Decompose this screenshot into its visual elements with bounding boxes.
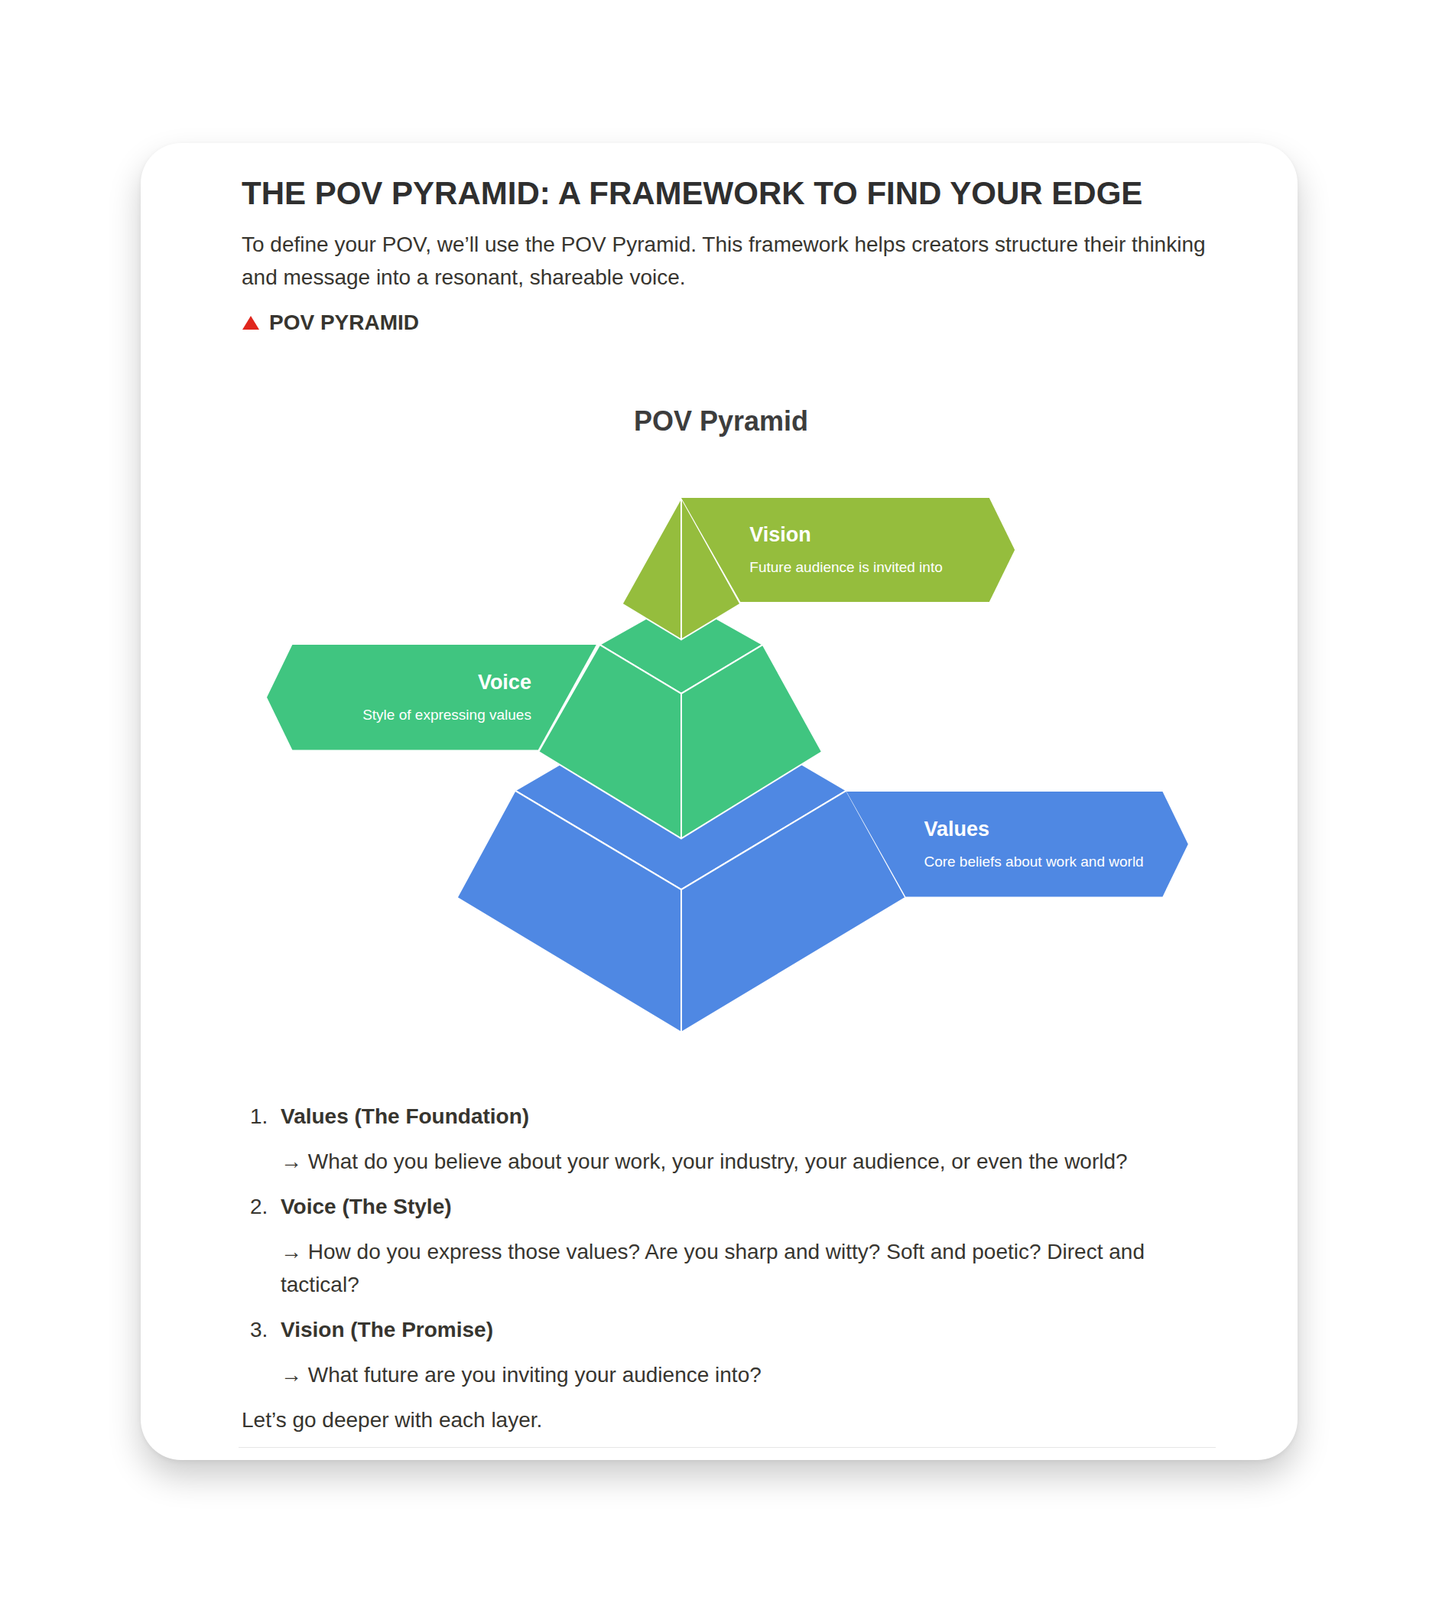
callout-text: VisionFuture audience is invited into	[681, 497, 1015, 602]
list-item: 3.Vision (The Promise) → What future are …	[241, 1312, 1216, 1391]
document-header: THE POV PYRAMID: A FRAMEWORK TO FIND YOU…	[241, 174, 1216, 339]
callout-shape	[266, 644, 597, 750]
list-heading: Vision (The Promise)	[280, 1312, 1216, 1346]
callout-shape	[846, 791, 1189, 897]
vision-tier-left	[622, 497, 682, 640]
list-heading: Voice (The Style)	[280, 1189, 1216, 1223]
list-heading: Values (The Foundation)	[280, 1099, 1216, 1133]
list-question: → What do you believe about your work, y…	[280, 1144, 1216, 1178]
callout-shape	[681, 497, 1015, 602]
callout-fill	[266, 644, 597, 750]
list-question: → How do you express those values? Are y…	[280, 1234, 1216, 1301]
values-tier-left	[457, 790, 682, 1033]
callout-heading: Values	[923, 816, 990, 842]
list-item: 1.Values (The Foundation) → What do you b…	[241, 1099, 1216, 1178]
intro-paragraph: To define your POV, we’ll use the POV Py…	[241, 227, 1216, 294]
callout-text: ValuesCore beliefs about work and world	[846, 791, 1189, 897]
callout-fill	[846, 791, 1189, 897]
red-triangle-icon	[241, 314, 260, 332]
list-number: 3.	[241, 1312, 281, 1391]
vision-callout: VisionFuture audience is invited into	[681, 497, 1015, 602]
callout-text: VoiceStyle of expressing values	[266, 644, 597, 750]
list-number: 2.	[241, 1189, 281, 1301]
callout-description: Core beliefs about work and world	[923, 851, 1144, 871]
document-title: THE POV PYRAMID: A FRAMEWORK TO FIND YOU…	[241, 174, 1216, 213]
list-question: → What future are you inviting your audi…	[280, 1357, 1216, 1391]
callout-heading: Vision	[749, 522, 812, 547]
voice-callout: VoiceStyle of expressing values	[266, 644, 597, 750]
list-content: Voice (The Style) → How do you express th…	[280, 1189, 1216, 1301]
red-triangle	[242, 315, 260, 330]
list-item: 2.Voice (The Style) → How do you express …	[241, 1189, 1216, 1301]
diagram-title: POV Pyramid	[633, 404, 809, 439]
section-label: POV PYRAMID	[269, 305, 420, 339]
section-label-row: POV PYRAMID	[241, 305, 1216, 339]
list-content: Vision (The Promise) → What future are yo…	[280, 1312, 1216, 1391]
document-list: 1.Values (The Foundation) → What do you b…	[241, 1099, 1216, 1448]
list-content: Values (The Foundation) → What do you bel…	[280, 1099, 1216, 1178]
callout-fill	[681, 497, 1015, 602]
callout-description: Style of expressing values	[362, 704, 532, 725]
list-number: 1.	[241, 1099, 281, 1178]
callout-description: Future audience is invited into	[749, 557, 943, 577]
closing-line: Let’s go deeper with each layer.	[241, 1403, 1216, 1436]
callout-heading: Voice	[477, 669, 532, 695]
values-callout: ValuesCore beliefs about work and world	[846, 791, 1189, 897]
voice-tier-right	[681, 644, 822, 839]
separator-line	[238, 1446, 1216, 1448]
